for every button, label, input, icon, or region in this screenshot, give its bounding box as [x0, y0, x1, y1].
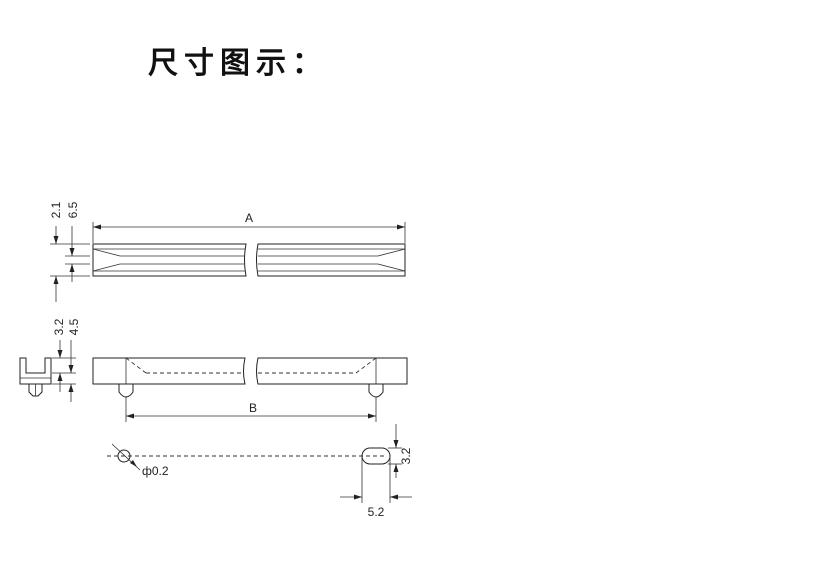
dimension-6-5-label: 6.5	[66, 201, 80, 218]
dimension-slot-height: 3.2	[388, 424, 413, 478]
dimension-top-left: 2.1 6.5	[49, 201, 90, 302]
dimension-end-view: 3.2 4.5	[52, 318, 81, 402]
dimension-b: B	[125, 397, 377, 422]
diameter-label: ф0.2	[142, 464, 169, 478]
end-view	[19, 357, 52, 397]
top-view	[92, 243, 406, 277]
page-title: 尺寸图示：	[148, 46, 328, 81]
front-view	[92, 357, 408, 398]
dimension-slot-width: 5.2	[340, 458, 412, 519]
dimension-3-2-hole-label: 3.2	[399, 447, 413, 464]
dimension-4-5-label: 4.5	[67, 318, 81, 335]
dimension-3-2-side-label: 3.2	[52, 318, 66, 335]
dimension-b-label: B	[249, 401, 257, 415]
dimension-5-2-label: 5.2	[368, 505, 385, 519]
dimension-2-1-label: 2.1	[49, 201, 63, 218]
dimension-a: A	[92, 211, 406, 243]
hole-pattern: ф0.2	[107, 443, 391, 478]
dimension-a-label: A	[245, 211, 253, 225]
